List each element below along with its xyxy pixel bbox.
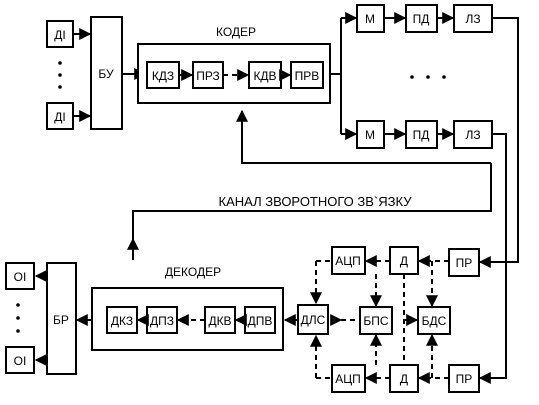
dls-label: ДЛС xyxy=(301,313,326,327)
m-bottom-label: М xyxy=(365,128,375,142)
bds-label: БДС xyxy=(422,314,447,328)
ellipsis-dot xyxy=(58,73,62,77)
bu-block xyxy=(90,16,123,130)
dls-block xyxy=(297,304,329,335)
dpz-label: ДПЗ xyxy=(150,314,174,328)
lz-top-label: ЛЗ xyxy=(465,12,480,26)
d-bottom-label: Д xyxy=(400,372,408,386)
pd-bottom-label: ПД xyxy=(413,128,430,142)
bps-label: БПС xyxy=(363,314,389,328)
ellipsis-dot xyxy=(410,75,414,79)
br-block xyxy=(46,262,77,375)
pr-bottom-label: ПР xyxy=(456,372,473,386)
kdz-block xyxy=(146,61,180,89)
prz-label: ПРЗ xyxy=(196,69,220,83)
di-top-block xyxy=(46,20,74,48)
ellipsis-dot xyxy=(58,61,62,65)
dkv-label: ДКВ xyxy=(208,314,231,328)
oi-top-block xyxy=(5,262,35,290)
decoder-title: ДЕКОДЕР xyxy=(165,265,221,279)
ellipsis-dot xyxy=(442,75,446,79)
d-top-label: Д xyxy=(400,254,408,268)
oi-bottom-block xyxy=(5,346,35,374)
adc-bottom-label: АЦП xyxy=(335,372,361,386)
di-top-label: ДІ xyxy=(54,28,65,42)
pr-top-block xyxy=(448,248,480,277)
prv-label: ПРВ xyxy=(295,69,320,83)
m-top-block xyxy=(356,4,385,33)
ellipsis-dot xyxy=(16,316,20,320)
oi-top-label: ОІ xyxy=(14,270,27,284)
pr-top-label: ПР xyxy=(456,256,473,270)
feedback-arrow-to-coder xyxy=(236,109,491,164)
di-bottom-block xyxy=(46,102,74,130)
pd-top-label: ПД xyxy=(413,12,430,26)
bu-label: БУ xyxy=(98,67,114,81)
di-bottom-label: ДІ xyxy=(54,110,65,124)
feedback-channel-line xyxy=(132,163,492,246)
coder-title: КОДЕР xyxy=(216,25,256,39)
kdv-label: КДВ xyxy=(253,69,276,83)
channel-line-bottom xyxy=(478,133,507,384)
ellipsis-dot xyxy=(16,329,20,333)
lz-bottom-label: ЛЗ xyxy=(465,128,480,142)
adc-top-label: АЦП xyxy=(335,254,361,268)
feedback-channel-label: КАНАЛ ЗВОРОТНОГО ЗВ`ЯЗКУ xyxy=(219,194,413,209)
dkz-label: ДКЗ xyxy=(111,314,133,328)
br-label: БР xyxy=(53,313,69,327)
channel-line-top xyxy=(478,17,519,268)
ellipsis-dot xyxy=(16,303,20,307)
dpv-label: ДПВ xyxy=(248,314,273,328)
oi-bottom-label: ОІ xyxy=(14,354,27,368)
lz-bottom-block xyxy=(453,120,493,149)
prz-block xyxy=(192,61,224,89)
m-top-label: М xyxy=(365,12,375,26)
pd-bottom-block xyxy=(405,120,438,149)
kdz-label: КДЗ xyxy=(152,69,174,83)
adc-bottom-block xyxy=(331,364,366,393)
ellipsis-dot xyxy=(426,75,430,79)
bps-block xyxy=(359,306,393,335)
ellipsis-dot xyxy=(58,85,62,89)
